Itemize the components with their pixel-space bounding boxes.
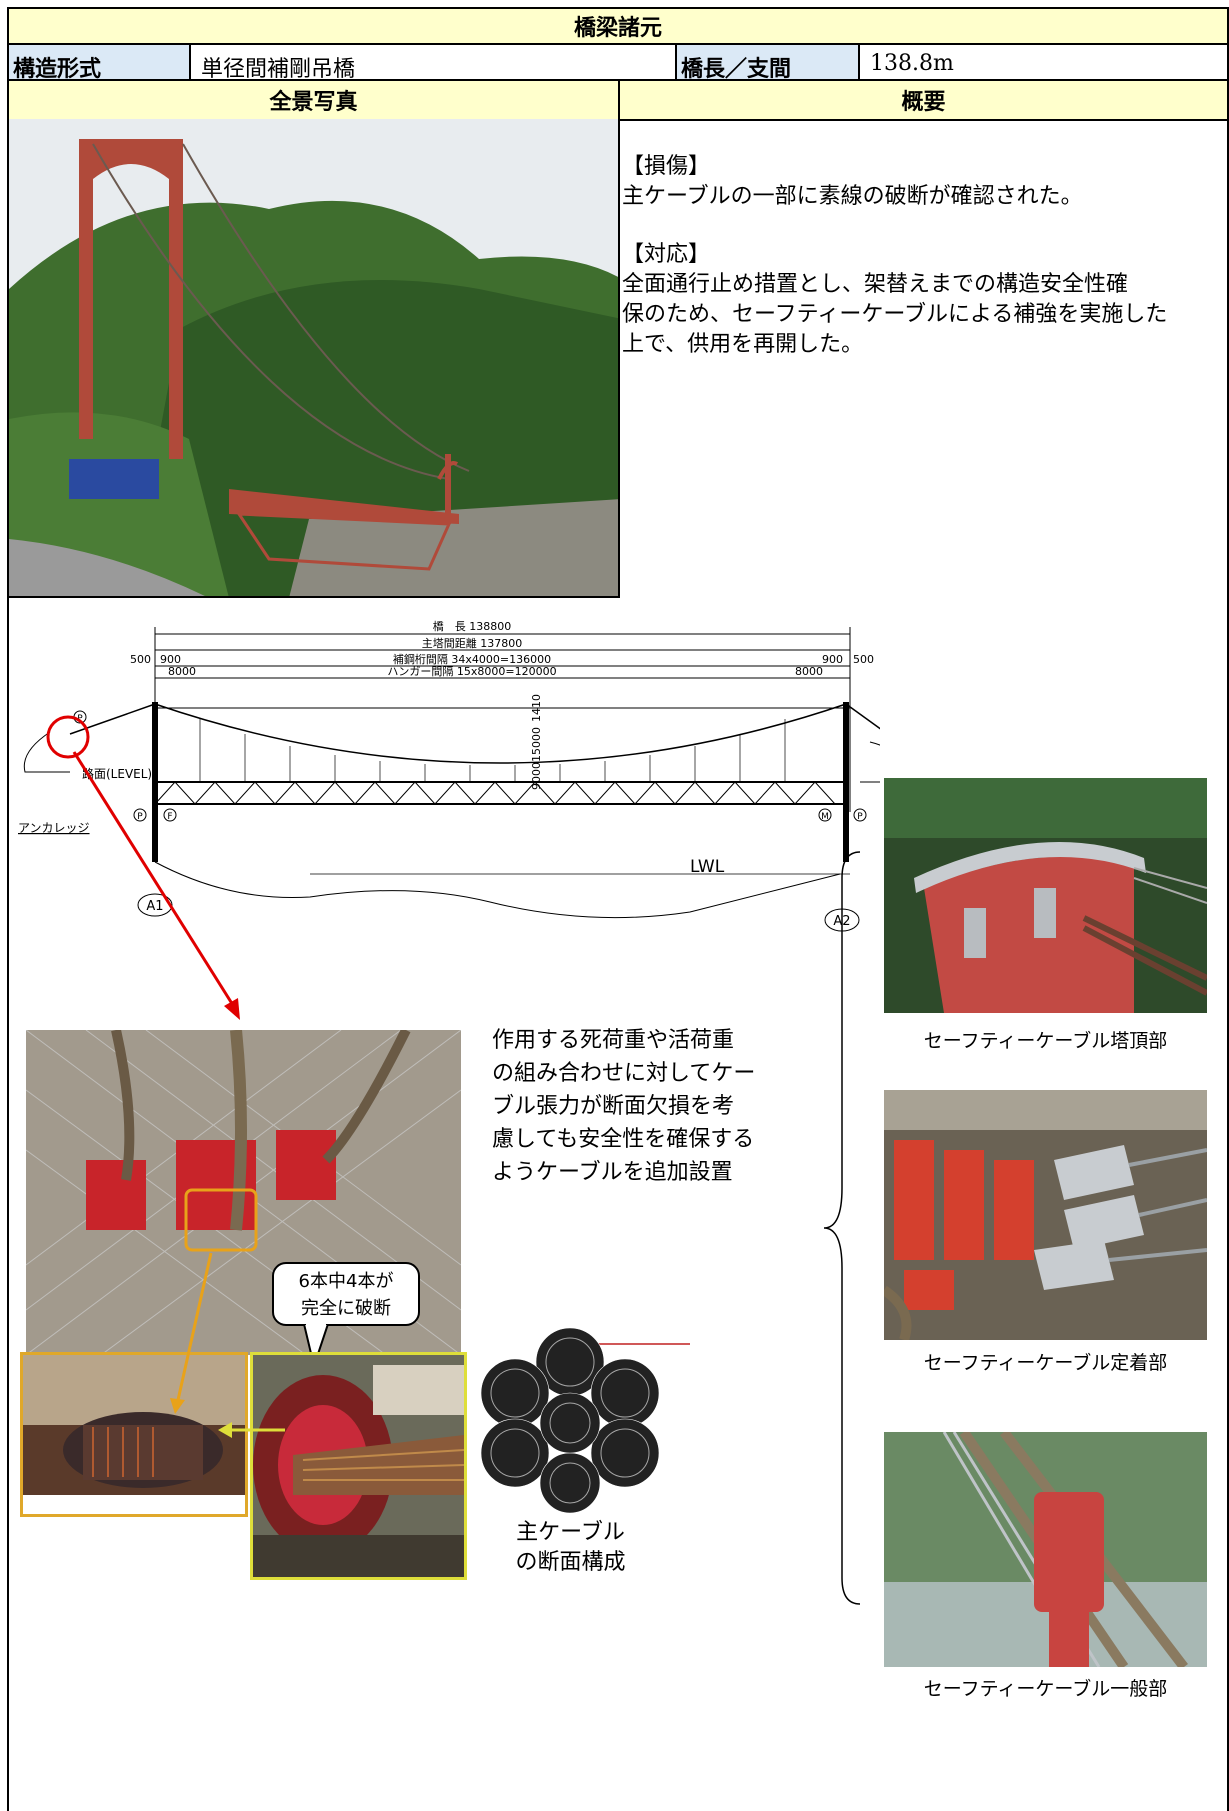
damage-text: 主ケーブルの一部に素線の破断が確認された。 — [622, 184, 1083, 209]
dim-900-right: 900 — [822, 653, 843, 666]
road-level-label: 路面(LEVEL) — [82, 766, 152, 781]
cable-section-caption: 主ケーブル の断面構成 — [508, 1518, 633, 1578]
summary-header: 概要 — [618, 79, 1229, 121]
bridge-length-value: 138.8m — [858, 43, 1229, 81]
cable-section-caption-line-1: 主ケーブル — [516, 1520, 625, 1545]
damage-heading: 【損傷】 — [622, 154, 711, 179]
caption-general: セーフティーケーブル一般部 — [923, 1678, 1168, 1700]
note-line-3: ブル張力が断面欠損を考 — [492, 1094, 735, 1119]
bridge-elevation-diagram: 橋 長 138800 主塔間距離 137800 補鋼桁間隔 34x4000=13… — [10, 612, 941, 947]
reinforcement-note: 作用する死荷重や活荷重 の組み合わせに対してケー ブル張力が断面欠損を考 慮して… — [492, 1024, 755, 1189]
tower-top-photo — [884, 778, 1207, 1013]
structure-type-label: 構造形式 — [7, 43, 191, 82]
callout-pointer — [302, 1324, 330, 1370]
general-section-photo — [884, 1432, 1207, 1667]
callout-line-2: 完全に破断 — [301, 1298, 391, 1319]
mark-p-right: P — [857, 812, 863, 822]
response-line-3: 上で、供用を再開した。 — [622, 332, 864, 357]
response-line-1: 全面通行止め措置とし、架替えまでの構造安全性確 — [622, 272, 1129, 297]
dim-girder-spacing: 補鋼桁間隔 34x4000=136000 — [393, 652, 551, 666]
bridge-panorama-image — [9, 119, 618, 596]
caption-anchorage: セーフティーケーブル定着部 — [923, 1352, 1168, 1374]
cable-closeup-photo-left — [20, 1352, 248, 1517]
note-line-2: の組み合わせに対してケー — [492, 1061, 756, 1086]
panorama-photo — [7, 119, 620, 598]
dim-tower-distance: 主塔間距離 137800 — [422, 636, 523, 650]
note-line-4: 慮しても安全性を確保する — [492, 1127, 755, 1152]
dim-sag: 15000 — [530, 727, 543, 762]
note-line-1: 作用する死荷重や活荷重 — [492, 1028, 735, 1053]
note-line-5: ようケーブルを追加設置 — [492, 1160, 733, 1185]
anchorage-cable-photo — [26, 1030, 461, 1355]
dim-bridge-length: 橋 長 138800 — [433, 619, 512, 633]
lwl-label: LWL — [690, 857, 725, 877]
dim-hanger-spacing: ハンガー間隔 15x8000=120000 — [387, 665, 556, 678]
abutment-a1: A1 — [146, 899, 163, 914]
dim-900-left: 900 — [160, 653, 181, 666]
grouping-brace — [823, 851, 861, 1605]
main-cable-cross-section — [475, 1318, 690, 1514]
callout-line-1: 6本中4本が — [298, 1271, 394, 1292]
anchorage-photo — [884, 1090, 1207, 1340]
panorama-photo-header: 全景写真 — [7, 79, 620, 121]
dim-8000-right: 8000 — [795, 665, 823, 678]
anchorage-label: アンカレッジ — [18, 821, 90, 835]
mark-p-left-bottom: P — [137, 812, 143, 822]
cable-closeup-photo-right — [250, 1352, 467, 1580]
broken-wire-callout: 6本中4本が 完全に破断 — [272, 1262, 420, 1326]
dim-8000-left: 8000 — [168, 665, 196, 678]
mark-m: M — [821, 812, 829, 822]
caption-tower-top: セーフティーケーブル塔頂部 — [923, 1030, 1168, 1052]
dim-sag-2: 1410 — [530, 694, 543, 722]
mark-p-left: P — [77, 714, 83, 724]
sheet-title: 橋梁諸元 — [7, 7, 1229, 45]
bridge-length-label: 橋長／支間 — [675, 43, 860, 82]
response-line-2: 保のため、セーフティーケーブルによる補強を実施した — [622, 302, 1168, 327]
dim-500-left: 500 — [130, 653, 151, 666]
structure-type-value: 単径間補剛吊橋 — [189, 43, 677, 82]
cable-section-caption-line-2: の断面構成 — [515, 1550, 626, 1575]
dim-500-right: 500 — [853, 653, 874, 666]
response-heading: 【対応】 — [622, 242, 711, 267]
mark-f: F — [167, 812, 172, 822]
